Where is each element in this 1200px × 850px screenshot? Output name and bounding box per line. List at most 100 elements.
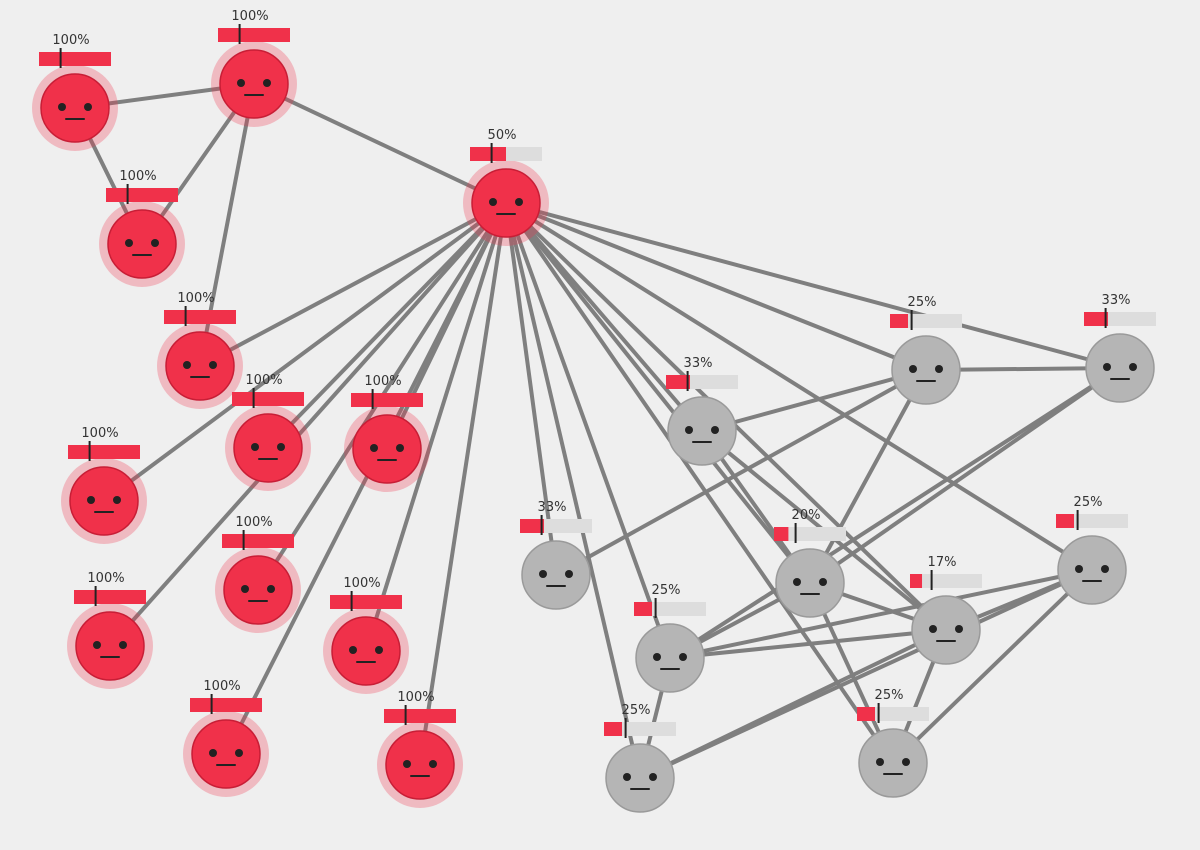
face-circle <box>191 719 261 789</box>
edge-hub-u <box>504 201 642 780</box>
right-eye <box>235 749 243 757</box>
face-circle <box>858 728 928 798</box>
edge-hub-j <box>364 201 508 653</box>
level-bar-fill <box>857 707 875 721</box>
level-label: 100% <box>203 679 240 694</box>
node-p[interactable]: 33% <box>1084 293 1156 403</box>
level-bar-fill <box>666 375 690 389</box>
edge-o-q <box>554 368 928 577</box>
node-h[interactable]: 100% <box>215 515 301 633</box>
node-k[interactable]: 100% <box>183 679 269 797</box>
node-r[interactable]: 20% <box>774 508 846 618</box>
right-eye <box>955 625 963 633</box>
left-eye <box>489 198 497 206</box>
left-eye <box>125 239 133 247</box>
left-eye <box>623 773 631 781</box>
right-eye <box>84 103 92 111</box>
edge-hub-g <box>102 201 508 503</box>
level-bar-fill <box>164 310 236 324</box>
node-o[interactable]: 25% <box>890 295 962 405</box>
edge-s-w <box>668 568 1094 660</box>
edge-hub-q <box>504 201 558 577</box>
edge-hub-p <box>504 201 1122 370</box>
left-eye <box>58 103 66 111</box>
level-label: 25% <box>1074 495 1103 510</box>
right-eye <box>209 361 217 369</box>
right-eye <box>151 239 159 247</box>
node-l[interactable]: 100% <box>377 690 463 808</box>
right-eye <box>711 426 719 434</box>
level-bar-fill <box>470 147 506 161</box>
level-label: 17% <box>928 555 957 570</box>
level-label: 33% <box>538 500 567 515</box>
edge-p-r <box>808 366 1122 585</box>
edge-hub-r <box>504 201 812 585</box>
node-g[interactable]: 100% <box>61 426 147 544</box>
edge-u-w <box>638 568 1094 780</box>
node-e[interactable]: 100% <box>225 373 311 491</box>
edge-p-s <box>668 366 1122 660</box>
left-eye <box>93 641 101 649</box>
level-bar-track <box>910 574 982 588</box>
level-label: 100% <box>235 515 272 530</box>
face-circle <box>75 611 145 681</box>
edge-hub-d <box>198 201 508 368</box>
level-label: 20% <box>792 508 821 523</box>
face-circle <box>605 743 675 813</box>
node-i[interactable]: 100% <box>67 571 153 689</box>
node-d[interactable]: 100% <box>157 291 243 409</box>
right-eye <box>375 646 383 654</box>
left-eye <box>653 653 661 661</box>
right-eye <box>819 578 827 586</box>
edge-hub-e <box>266 201 508 450</box>
left-eye <box>241 585 249 593</box>
level-bar-track <box>774 527 846 541</box>
edge-hub-l <box>418 201 508 767</box>
level-bar-fill <box>74 590 146 604</box>
node-b[interactable]: 100% <box>211 9 297 127</box>
level-bar-fill <box>222 534 294 548</box>
node-c[interactable]: 100% <box>99 169 185 287</box>
level-bar-fill <box>604 722 622 736</box>
face-circle <box>1057 535 1127 605</box>
node-f[interactable]: 100% <box>344 374 430 492</box>
left-eye <box>909 365 917 373</box>
node-j[interactable]: 100% <box>323 576 409 694</box>
left-eye <box>251 443 259 451</box>
node-s[interactable]: 25% <box>634 583 706 693</box>
level-bar-fill <box>232 392 304 406</box>
level-bar-fill <box>774 527 789 541</box>
left-eye <box>1075 565 1083 573</box>
face-circle <box>891 335 961 405</box>
node-u[interactable]: 25% <box>604 703 676 813</box>
node-layer: 100%100%100%50%100%100%100%100%100%100%1… <box>32 9 1156 813</box>
node-a[interactable]: 100% <box>32 33 118 151</box>
level-bar-fill <box>68 445 140 459</box>
edge-o-n <box>700 368 928 433</box>
node-hub[interactable]: 50% <box>463 128 549 246</box>
node-v[interactable]: 25% <box>857 688 929 798</box>
left-eye <box>685 426 693 434</box>
level-bar-fill <box>190 698 262 712</box>
face-circle <box>107 209 177 279</box>
level-bar-fill <box>106 188 178 202</box>
face-circle <box>233 413 303 483</box>
left-eye <box>370 444 378 452</box>
level-bar-fill <box>351 393 423 407</box>
level-bar-fill <box>39 52 111 66</box>
right-eye <box>113 496 121 504</box>
node-t[interactable]: 17% <box>910 555 982 665</box>
node-w[interactable]: 25% <box>1056 495 1128 605</box>
node-n[interactable]: 33% <box>666 356 738 466</box>
level-label: 100% <box>87 571 124 586</box>
node-q[interactable]: 33% <box>520 500 592 610</box>
level-bar-fill <box>890 314 908 328</box>
face-circle <box>471 168 541 238</box>
level-label: 25% <box>622 703 651 718</box>
left-eye <box>403 760 411 768</box>
left-eye <box>349 646 357 654</box>
right-eye <box>263 79 271 87</box>
level-label: 100% <box>343 576 380 591</box>
edge-hub-o <box>504 201 928 372</box>
